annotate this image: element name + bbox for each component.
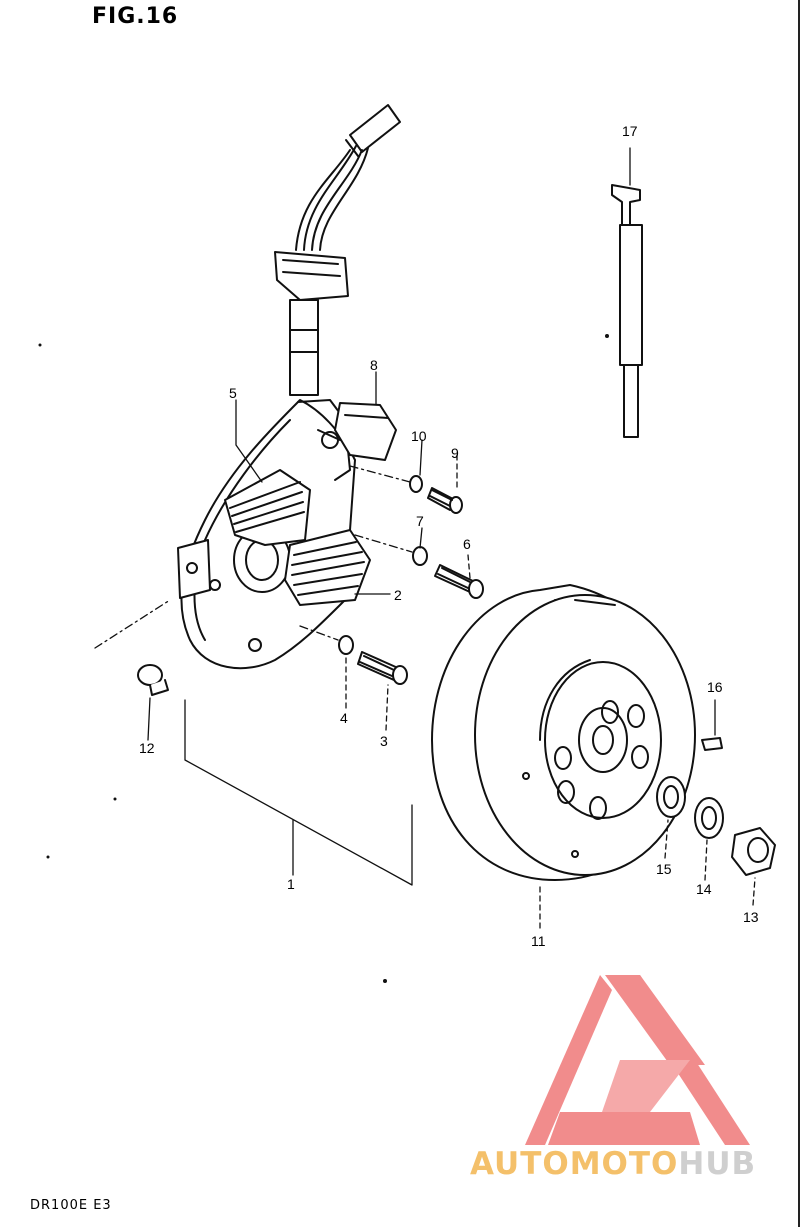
leader-lines — [94, 147, 756, 929]
callout-6: 6 — [463, 536, 471, 552]
rotor-hardware — [611, 184, 776, 876]
callout-14: 14 — [696, 881, 712, 897]
model-code: DR100E E3 — [30, 1198, 112, 1213]
callout-5: 5 — [229, 385, 237, 401]
page-edge — [798, 0, 800, 1227]
callout-1: 1 — [287, 876, 295, 892]
callout-11: 11 — [531, 933, 546, 949]
pickup-coil — [317, 402, 397, 461]
figure-title: FIG.16 — [92, 4, 179, 29]
callout-15: 15 — [656, 861, 672, 877]
callout-3: 3 — [380, 733, 388, 749]
automotohub-logo-mark — [525, 975, 750, 1145]
callout-10: 10 — [411, 428, 427, 444]
callout-2: 2 — [394, 587, 402, 603]
callout-17: 17 — [622, 123, 638, 139]
stator-plate — [177, 399, 371, 670]
wire-harness — [274, 104, 401, 396]
callout-8: 8 — [370, 357, 378, 373]
logo-text-secondary: HUB — [678, 1146, 757, 1182]
callout-labels: 1 2 3 4 5 6 7 8 9 10 11 12 13 14 15 16 1… — [139, 123, 759, 949]
callout-13: 13 — [743, 909, 759, 925]
callout-7: 7 — [416, 513, 424, 529]
callout-4: 4 — [340, 710, 348, 726]
callout-12: 12 — [139, 740, 155, 756]
callout-16: 16 — [707, 679, 723, 695]
fasteners — [137, 475, 484, 696]
callout-9: 9 — [451, 445, 459, 461]
automotohub-logo-text: AUTOMOTOHUB — [470, 1146, 756, 1182]
flywheel-rotor — [431, 584, 696, 881]
logo-text-primary: AUTOMOTO — [470, 1146, 679, 1182]
scan-specks — [38, 334, 609, 983]
